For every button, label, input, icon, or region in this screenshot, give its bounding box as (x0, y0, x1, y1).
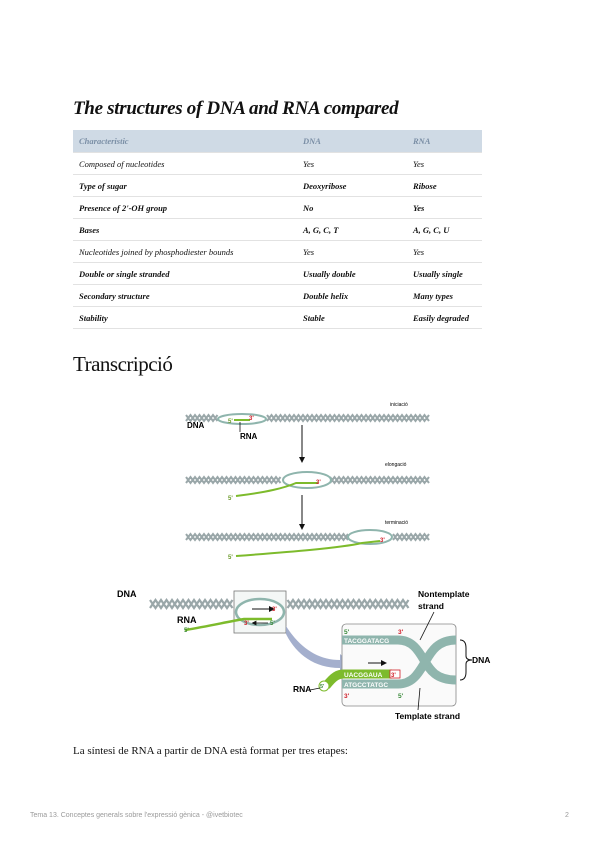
section-heading: Transcripció (73, 352, 173, 376)
page-number: 2 (565, 812, 569, 819)
cell-characteristic: Composed of nucleotides (73, 152, 297, 175)
label-dna: DNA (117, 589, 137, 599)
template-sequence: ATGCCTATGC (344, 682, 388, 689)
label-5prime: 5' (228, 555, 233, 561)
cell-rna: Usually single (407, 262, 482, 285)
rna-strand (235, 540, 381, 557)
label-3prime: 3' (244, 621, 249, 627)
header-rna: RNA (407, 130, 482, 153)
label-5prime: 5' (228, 419, 233, 425)
table-header-row: Characteristic DNA RNA (73, 130, 482, 153)
label-5prime: 5' (344, 629, 350, 636)
cell-dna: Deoxyribose (297, 174, 407, 197)
header-dna: DNA (297, 130, 407, 153)
table-row: Nucleotides joined by phosphodiester bou… (73, 240, 482, 263)
cell-rna: Easily degraded (407, 306, 482, 329)
cell-rna: Ribose (407, 174, 482, 197)
label-template-strand: Template strand (395, 711, 460, 721)
label-5prime: 5' (320, 684, 325, 690)
cell-rna: Yes (407, 152, 482, 175)
cell-characteristic: Bases (73, 218, 297, 241)
label-nontemplate-strand: strand (418, 601, 444, 611)
cell-characteristic: Presence of 2'-OH group (73, 196, 297, 219)
label-rna: RNA (177, 615, 197, 625)
figure-elongation: 5' 3' elongació (185, 462, 430, 502)
cell-dna: Stable (297, 306, 407, 329)
label-rna: RNA (240, 432, 258, 441)
label-5prime: 5' (184, 628, 189, 634)
figure-termination: 5' 3' terminació (185, 520, 430, 561)
nontemplate-sequence: TACGGATACG (344, 638, 389, 645)
cell-characteristic: Secondary structure (73, 284, 297, 307)
comparison-table: Characteristic DNA RNA Composed of nucle… (73, 130, 482, 329)
stage-initiation: iniciació (390, 402, 408, 408)
label-5prime: 5' (228, 496, 233, 502)
rna-sequence: UACGGAUA (344, 672, 383, 679)
rna-strand (235, 482, 318, 497)
label-3prime: 3' (272, 607, 277, 613)
cell-characteristic: Nucleotides joined by phosphodiester bou… (73, 240, 297, 263)
stage-termination: terminació (385, 520, 408, 526)
label-3prime: 3' (249, 416, 254, 422)
footer-text: Tema 13. Conceptes generals sobre l'expr… (30, 812, 243, 819)
cell-dna: A, G, C, T (297, 218, 407, 241)
stage-elongation: elongació (385, 462, 407, 468)
cell-dna: Yes (297, 240, 407, 263)
label-nontemplate: Nontemplate (418, 589, 470, 599)
label-3prime: 3' (398, 629, 404, 636)
label-5prime: 5' (270, 621, 275, 627)
cell-dna: Usually double (297, 262, 407, 285)
cell-rna: Yes (407, 196, 482, 219)
cell-characteristic: Type of sugar (73, 174, 297, 197)
cell-dna: Double helix (297, 284, 407, 307)
label-3prime: 3' (316, 480, 321, 486)
label-3prime: 3' (380, 538, 385, 544)
label-dna: DNA (187, 421, 205, 430)
figure-transcription-bubble: 3' 3' 5' DNA RNA 5' TACGGATACG UACGGAUA … (117, 589, 490, 721)
cell-rna: A, G, C, U (407, 218, 482, 241)
figure-initiation: 5' 3' DNA RNA iniciació (185, 402, 430, 441)
cell-rna: Many types (407, 284, 482, 307)
label-5prime: 5' (398, 693, 404, 700)
body-paragraph: La síntesi de RNA a partir de DNA està f… (73, 745, 348, 757)
cell-characteristic: Stability (73, 306, 297, 329)
cell-characteristic: Double or single stranded (73, 262, 297, 285)
rna-strand (184, 617, 272, 632)
label-rna-zoom: RNA (293, 684, 311, 694)
header-characteristic: Characteristic (73, 130, 297, 153)
label-3prime: 3' (344, 693, 350, 700)
cell-dna: No (297, 196, 407, 219)
cell-rna: Yes (407, 240, 482, 263)
label-3prime: 3' (391, 673, 396, 679)
page-title: The structures of DNA and RNA compared (73, 98, 399, 119)
label-dna-zoom: DNA (472, 655, 490, 665)
cell-dna: Yes (297, 152, 407, 175)
